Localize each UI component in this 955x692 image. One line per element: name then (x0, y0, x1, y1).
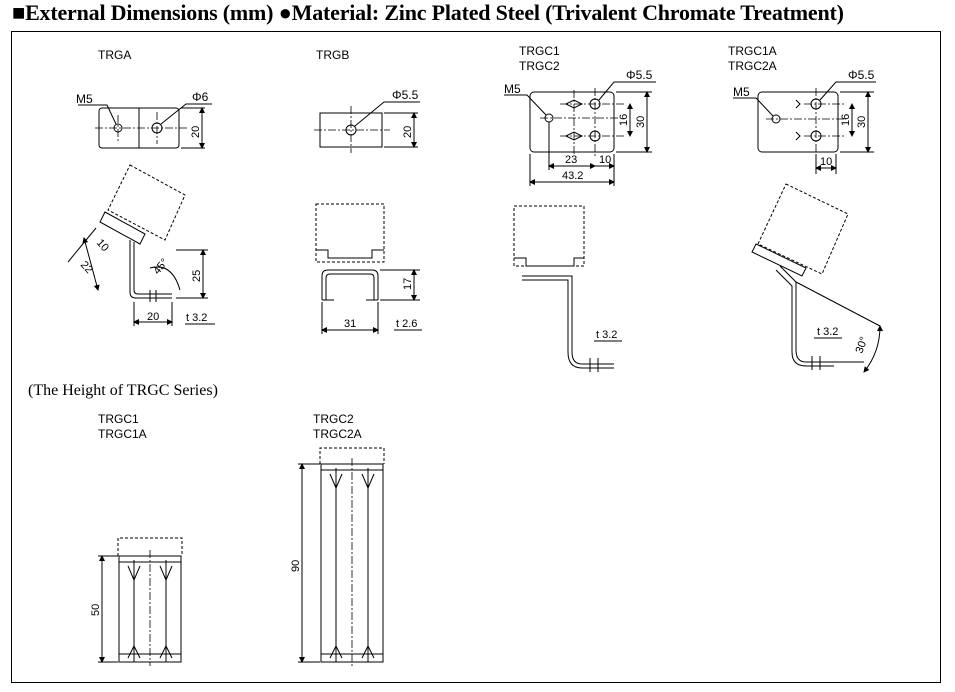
trgb-dim-17: 17 (402, 278, 414, 290)
trgc-dim-30: 30 (635, 116, 647, 128)
trgc-name2: TRGC2 (519, 59, 560, 73)
trgc-hole-label: Φ5.5 (626, 68, 653, 82)
trgc-dim-43: 43.2 (562, 170, 583, 182)
trgb-name: TRGB (316, 48, 349, 62)
trgc-dim-23: 23 (565, 154, 577, 166)
drawing-frame (11, 31, 941, 683)
trgc-thickness: t 3.2 (596, 329, 617, 341)
trga-thickness: t 3.2 (186, 312, 207, 324)
trga-rail-outline (107, 164, 186, 241)
trgca-name2: TRGC2A (728, 59, 777, 73)
trga-dim-10: 10 (94, 237, 111, 254)
trga-rail-clamp (99, 211, 146, 245)
trgc-m5-label: M5 (504, 82, 521, 96)
trgc-drawing: TRGC1 TRGC2 M5 Φ5.5 16 30 23 10 43.2 (504, 44, 656, 372)
trgca-name1: TRGC1A (728, 44, 777, 58)
trgb-channel-body (321, 269, 379, 300)
trgca-angle-30: 30° (854, 335, 871, 355)
trgb-height-dim: 20 (402, 126, 414, 138)
trga-dim-25: 25 (191, 270, 203, 282)
trga-height-dim: 20 (190, 126, 202, 138)
trgc-plate-outline (529, 91, 615, 153)
trga-drawing: TRGA M5 Φ6 20 10 22 45° 25 (67, 48, 215, 326)
trgc-name1: TRGC1 (519, 44, 560, 58)
trga-phi6-label: Φ6 (192, 90, 209, 104)
trga-width-dim: 20 (147, 311, 159, 323)
trgc1-rail-outline (117, 537, 183, 556)
trgca-dim-16: 16 (840, 114, 852, 126)
trgc2-height-name1: TRGC2 (313, 412, 354, 426)
trgc2-height-drawing: TRGC2 TRGC2A 90 (290, 412, 385, 666)
trgca-drawing: TRGC1A TRGC2A M5 Φ5.5 16 30 10 3 (728, 44, 883, 373)
trgc1-height-name2: TRGC1A (98, 427, 147, 441)
trgc-bracket-body (522, 275, 614, 365)
trgb-width-dim: 31 (344, 318, 356, 330)
trga-m5-label: M5 (76, 92, 93, 106)
trgca-dim-10: 10 (820, 156, 832, 168)
trga-dim-22: 22 (78, 259, 95, 276)
trgca-rail-outline (757, 183, 849, 275)
page-title: ■External Dimensions (mm) ●Material: Zin… (12, 0, 844, 25)
trgb-rail-outline (315, 203, 385, 263)
height-section-caption: (The Height of TRGC Series) (28, 382, 218, 399)
trgc1-height-name1: TRGC1 (98, 412, 139, 426)
trgca-dim-30: 30 (856, 116, 868, 128)
trgb-drawing: TRGB Φ5.5 20 17 31 t 2.6 (314, 48, 422, 334)
trgc-dim-10: 10 (599, 154, 611, 166)
trgca-plate-outline (757, 91, 839, 153)
trgc1-height-drawing: TRGC1 TRGC1A 50 (90, 412, 183, 666)
trga-bracket-body (129, 240, 172, 299)
trgc-rail-outline (513, 205, 585, 267)
trgc1-height-dim: 50 (90, 604, 102, 616)
trga-name: TRGA (98, 48, 131, 62)
trgca-hole-label: Φ5.5 (848, 68, 875, 82)
trgb-thickness: t 2.6 (396, 318, 417, 330)
trga-angle-45: 45° (151, 256, 171, 276)
trgb-hole-label: Φ5.5 (392, 88, 419, 102)
trgc-dim-16: 16 (618, 114, 630, 126)
trgca-thickness: t 3.2 (817, 326, 838, 338)
trgc2-height-name2: TRGC2A (313, 427, 362, 441)
trgc2-height-dim: 90 (290, 560, 302, 572)
trgca-m5-label: M5 (733, 85, 750, 99)
trgc2-rail-outline (319, 447, 385, 464)
trgca-bracket-body (779, 265, 834, 363)
